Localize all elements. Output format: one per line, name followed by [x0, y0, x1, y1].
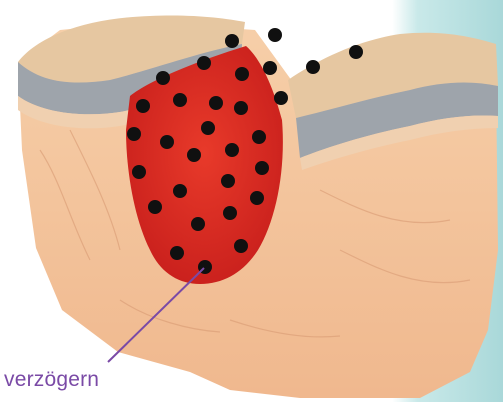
particle-dot [209, 96, 223, 110]
particle-dot [255, 161, 269, 175]
particle-dot [263, 61, 277, 75]
particle-dot [148, 200, 162, 214]
particle-dot [173, 184, 187, 198]
particle-dot [223, 206, 237, 220]
particle-dot [306, 60, 320, 74]
particle-dot [250, 191, 264, 205]
particle-dot [252, 130, 266, 144]
particle-dot [173, 93, 187, 107]
particle-dot [156, 71, 170, 85]
caption-label: verzögern [4, 368, 99, 392]
particle-dot [127, 127, 141, 141]
particle-dot [268, 28, 282, 42]
particle-dot [349, 45, 363, 59]
particle-dot [197, 56, 211, 70]
particle-dot [170, 246, 184, 260]
particle-dot [274, 91, 288, 105]
particle-dot [160, 135, 174, 149]
particle-dot [136, 99, 150, 113]
particle-dot [225, 143, 239, 157]
particle-dot [191, 217, 205, 231]
particle-dot [225, 34, 239, 48]
particle-dot [234, 239, 248, 253]
particle-dot [201, 121, 215, 135]
particle-dot [234, 101, 248, 115]
particle-dot [235, 67, 249, 81]
particle-dot [132, 165, 146, 179]
particle-dot [221, 174, 235, 188]
particle-dot [187, 148, 201, 162]
